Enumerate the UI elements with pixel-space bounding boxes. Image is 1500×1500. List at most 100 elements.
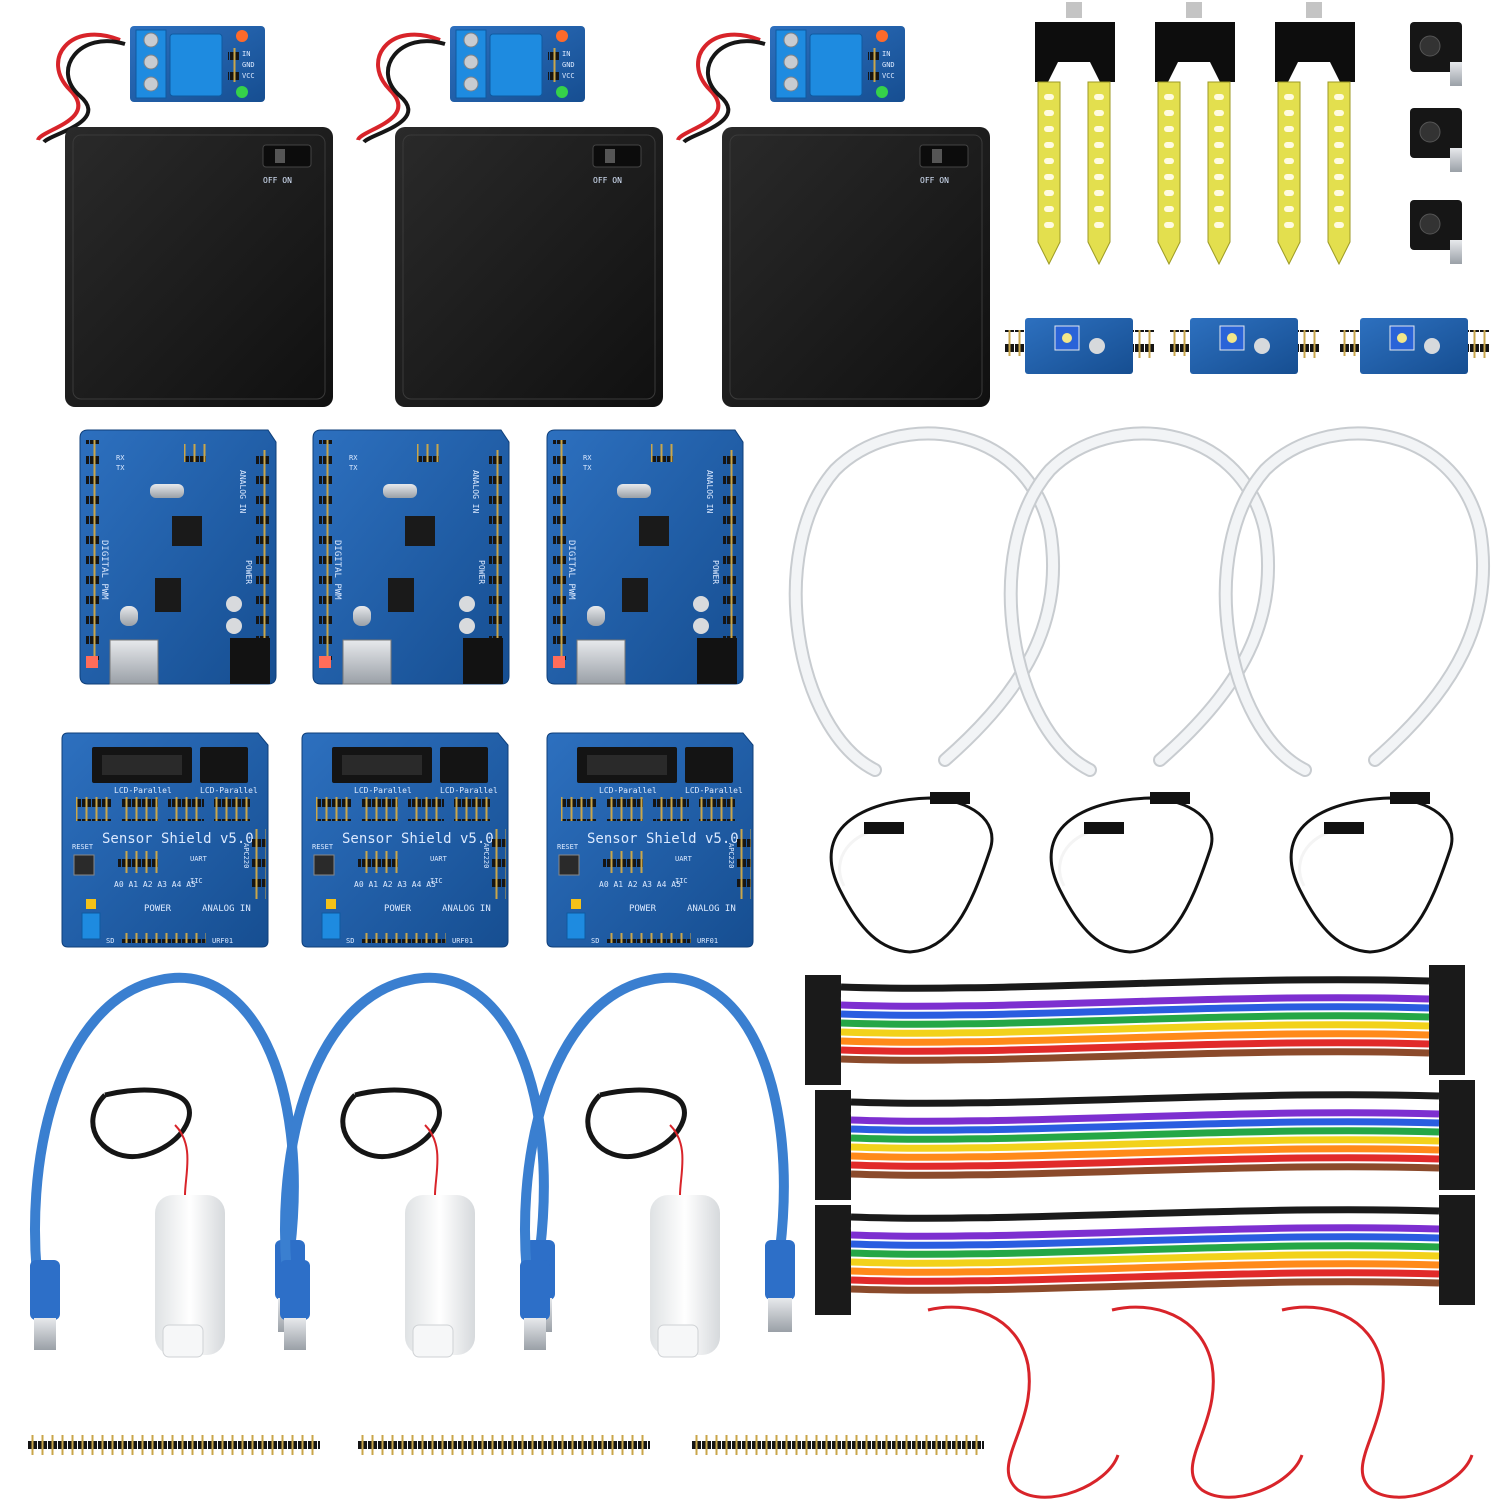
servo-header xyxy=(561,797,597,821)
switch-knob xyxy=(605,149,615,163)
apc220-header xyxy=(737,829,751,899)
probe-pad xyxy=(1214,206,1224,212)
ribbon-wire xyxy=(840,1012,1430,1028)
relay-pin-label: IN xyxy=(882,50,890,58)
red-wires xyxy=(927,1305,1474,1499)
silicone-tubes xyxy=(788,426,1491,777)
jack-pin xyxy=(1450,240,1462,264)
screw-terminal xyxy=(143,54,159,70)
pump-outlet xyxy=(412,1324,454,1358)
probe-pad xyxy=(1094,174,1104,180)
ribbon-wire xyxy=(850,1136,1440,1152)
relay-pin-label: VCC xyxy=(562,72,575,80)
battery-box: OFF ON xyxy=(722,127,990,407)
shield-uart-label: UART xyxy=(190,855,208,863)
relay-pin-label: GND xyxy=(242,61,255,69)
pump-body xyxy=(650,1195,720,1355)
probe-pad xyxy=(1044,206,1054,212)
probe-pad xyxy=(1044,142,1054,148)
power-switch xyxy=(262,144,312,168)
pin-header xyxy=(692,1435,984,1455)
dc-barrel-jack xyxy=(463,638,503,684)
relay-block xyxy=(809,33,863,97)
black-wire xyxy=(1049,796,1214,954)
red-lead xyxy=(356,32,441,142)
pump-lead xyxy=(585,1087,687,1159)
soil-moisture-probes xyxy=(1035,2,1355,266)
shield-sd-label: SD xyxy=(106,937,114,945)
digital-header xyxy=(319,440,333,660)
servo-header xyxy=(168,797,204,821)
dc-barrel-jack xyxy=(230,638,270,684)
switch-knob xyxy=(275,149,285,163)
probe-pad xyxy=(1044,190,1054,196)
analog-sensor-header xyxy=(603,851,643,873)
uno-digital-label: DIGITAL PWM xyxy=(99,540,109,600)
analog-sensor-header xyxy=(358,851,398,873)
ribbon-wire xyxy=(840,1039,1430,1055)
usb-cables xyxy=(30,973,795,1350)
water-pump xyxy=(585,1087,720,1358)
tube-body xyxy=(1220,428,1489,775)
tube-body xyxy=(790,428,1059,775)
probe-pad xyxy=(1334,190,1344,196)
power-terminal xyxy=(566,912,586,940)
ribbon-wire xyxy=(840,994,1430,1010)
relay-pin-label: VCC xyxy=(882,72,895,80)
pump-body xyxy=(155,1195,225,1355)
usb-cable-wire xyxy=(520,973,789,1305)
usb-a-housing xyxy=(280,1260,310,1320)
probe-pad xyxy=(1044,126,1054,132)
water-pump xyxy=(340,1087,475,1358)
shield-reset-label: RESET xyxy=(312,843,334,851)
servo-header xyxy=(607,797,643,821)
dupont-connector xyxy=(1324,822,1364,834)
ribbon-wire xyxy=(850,1224,1440,1240)
servo-header xyxy=(122,797,158,821)
switch-label: OFF ON xyxy=(263,176,292,185)
uno-boards: DIGITAL PWM ANALOG IN POWER TX RX DIGITAL PWM… xyxy=(79,429,744,685)
wire-path xyxy=(1111,1305,1304,1499)
power-switch xyxy=(592,144,642,168)
uno-analog-label: ANALOG IN xyxy=(471,470,480,514)
probe-pad xyxy=(1164,190,1174,196)
probe-pad xyxy=(1334,94,1344,100)
probe-pad xyxy=(1214,222,1224,228)
icsp-header xyxy=(651,444,673,462)
usb-b-plug xyxy=(768,1298,792,1332)
screw-terminal xyxy=(463,54,479,70)
red-wire xyxy=(927,1305,1120,1499)
shield-lcd-label: LCD-Parallel xyxy=(114,786,172,795)
battery-lead xyxy=(676,32,766,144)
black-lead xyxy=(362,39,446,144)
dc-barrel-jack xyxy=(697,638,737,684)
jack-pin xyxy=(1450,62,1462,86)
wire-path xyxy=(1281,1305,1474,1499)
digital-header xyxy=(553,440,567,660)
screw-terminal xyxy=(143,76,159,92)
comparator-pins-right xyxy=(1298,330,1320,358)
uno-digital-label: DIGITAL PWM xyxy=(332,540,342,600)
shield-power-label: POWER xyxy=(384,904,412,914)
capacitor xyxy=(459,596,475,612)
shield-apc-label: APC220 xyxy=(727,843,735,868)
uno-tx-label: TX xyxy=(349,464,358,472)
ribbon-wire xyxy=(850,1091,1440,1107)
reset-switch xyxy=(73,854,95,876)
pump-red-lead xyxy=(174,1124,189,1196)
servo-header xyxy=(408,797,444,821)
probe-pad xyxy=(1284,126,1294,132)
white-wire xyxy=(838,826,891,887)
uno-power-label: POWER xyxy=(711,560,720,584)
usb-b-port xyxy=(576,639,626,685)
probe-head xyxy=(1275,22,1355,82)
probe-pad xyxy=(1094,126,1104,132)
uno-rx-label: RX xyxy=(583,454,592,462)
uno-analog-label: ANALOG IN xyxy=(238,470,247,514)
status-led xyxy=(876,86,888,98)
shield-lcd-label: LCD-Parallel xyxy=(440,786,498,795)
comparator-module xyxy=(1340,318,1490,374)
comparator-module xyxy=(1170,318,1320,374)
